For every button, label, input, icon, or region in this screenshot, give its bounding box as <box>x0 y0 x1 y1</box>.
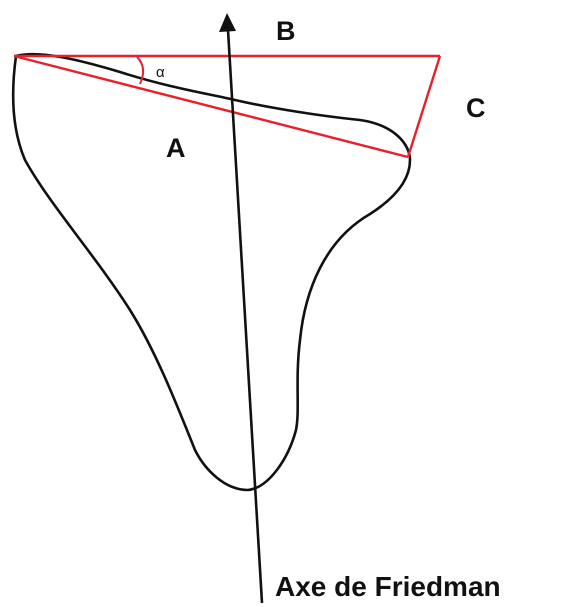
shape-outline <box>11 52 412 492</box>
axis-label: Axe de Friedman <box>275 571 501 602</box>
label-a: A <box>166 133 186 163</box>
axis-arrowhead-icon <box>219 13 236 32</box>
label-b: B <box>276 16 296 46</box>
angle-arc <box>136 56 145 85</box>
label-c: C <box>466 93 486 123</box>
friedman-axis-line <box>226 29 264 604</box>
angle-label: α <box>156 64 165 81</box>
triangle-hypotenuse <box>13 54 409 159</box>
triangle-right-side <box>406 55 442 158</box>
